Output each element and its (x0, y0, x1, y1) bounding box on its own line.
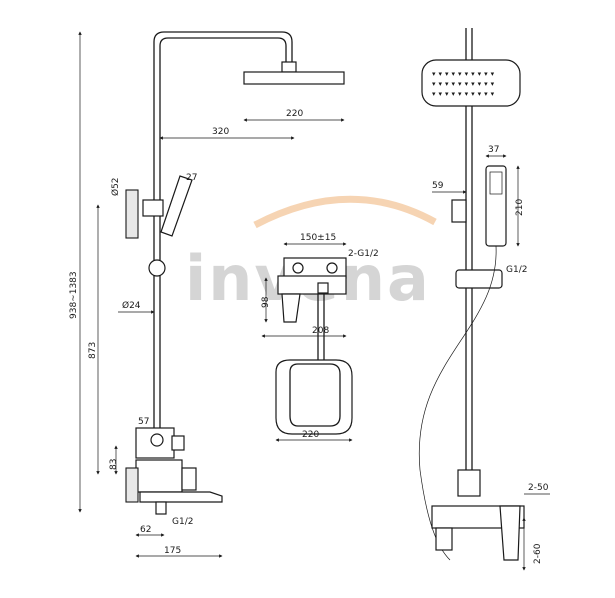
dim-mid-depth: 208 (312, 326, 329, 336)
dim-hose-connection: G1/2 (506, 265, 527, 275)
dim-mixer-bottom: 2-60 (533, 543, 543, 564)
dim-total-depth: 175 (164, 546, 181, 556)
hand-shower-front (485, 165, 507, 247)
svg-text:▾▾▾▾▾▾▾▾▾▾: ▾▾▾▾▾▾▾▾▾▾ (432, 90, 497, 98)
dim-spout-offset: 62 (140, 525, 151, 535)
mixer-handle (281, 293, 301, 323)
dim-spacing: 150±15 (300, 233, 336, 243)
dim-hand-length: 210 (515, 199, 525, 216)
dim-mid-height: 98 (261, 296, 271, 308)
slider-knob (148, 259, 166, 277)
spout (139, 491, 223, 503)
shower-arm (153, 31, 293, 62)
dim-connection: G1/2 (172, 517, 193, 527)
hand-holder (142, 199, 164, 217)
mixer-front-handle (499, 505, 521, 561)
svg-text:▾▾▾▾▾▾▾▾▾▾: ▾▾▾▾▾▾▾▾▾▾ (432, 70, 497, 78)
dim-hand-width: 37 (488, 145, 499, 155)
right-front-view: ▾▾▾▾▾▾▾▾▾▾ ▾▾▾▾▾▾▾▾▾▾ ▾▾▾▾▾▾▾▾▾▾ 37 59 2… (418, 28, 550, 571)
dim-arm-length: 320 (212, 127, 229, 137)
watermark: invena (185, 195, 437, 315)
dim-pipe-height: 873 (88, 342, 98, 359)
left-side-view: 320 220 27 Ø52 Ø24 938~1383 873 57 83 G1… (69, 31, 345, 558)
watermark-arc (253, 195, 437, 229)
dim-hand-diameter: 27 (186, 173, 197, 183)
svg-text:▾▾▾▾▾▾▾▾▾▾: ▾▾▾▾▾▾▾▾▾▾ (432, 80, 497, 88)
dim-head-size: 220 (302, 430, 319, 440)
spout-front (435, 527, 453, 551)
slider-front (455, 269, 503, 289)
dim-mixer-top: 2-50 (528, 483, 549, 493)
mixer-front (277, 275, 347, 295)
mixer-front-body (457, 469, 481, 497)
head-connector (281, 61, 297, 73)
dim-head-width: 220 (286, 109, 303, 119)
wall-plate (125, 189, 139, 239)
hand-holder-front (451, 199, 467, 223)
dim-total-height: 938~1383 (69, 271, 79, 319)
hand-shower (160, 175, 193, 237)
dim-pipe-diameter: Ø24 (122, 300, 141, 311)
dim-mid-connection: 2-G1/2 (348, 249, 379, 259)
head-top-view (275, 359, 353, 435)
middle-top-view: 150±15 2-G1/2 98 208 220 (261, 233, 379, 442)
dim-mixer-height: 83 (109, 459, 119, 470)
head-nozzles: ▾▾▾▾▾▾▾▾▾▾ ▾▾▾▾▾▾▾▾▾▾ ▾▾▾▾▾▾▾▾▾▾ (432, 70, 497, 98)
dim-holder-offset: 59 (432, 181, 444, 191)
mixer-body (135, 459, 183, 493)
head-front (421, 59, 521, 107)
dim-mixer-offset: 57 (138, 417, 149, 427)
shower-arm-inner (159, 37, 287, 62)
dim-holder-diameter: Ø52 (110, 177, 121, 196)
shower-head (243, 71, 345, 85)
